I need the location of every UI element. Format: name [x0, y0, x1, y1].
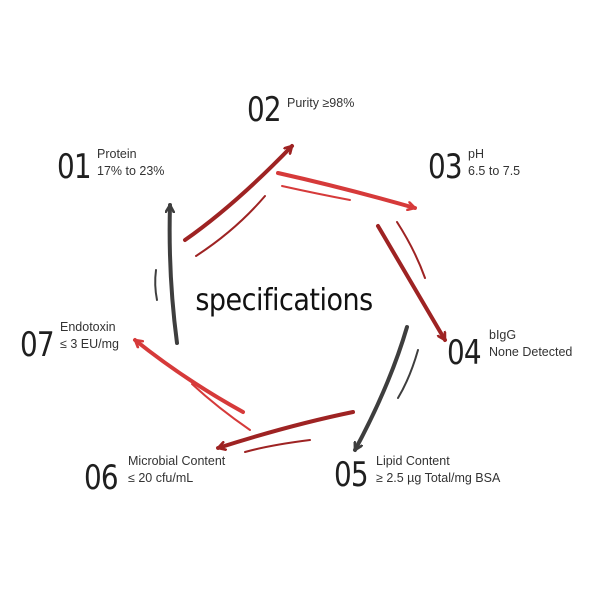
arrow-04-to-05 — [353, 325, 419, 452]
step-number: 01 — [57, 147, 92, 187]
arrow-03-to-04 — [376, 221, 447, 342]
step-value: None Detected — [489, 345, 573, 359]
step-label: Endotoxin — [60, 320, 116, 334]
step-number: 05 — [334, 455, 369, 495]
arrow-07-to-01 — [154, 203, 179, 345]
step-number: 07 — [20, 325, 55, 365]
step-number: 06 — [84, 458, 119, 498]
step-value: 6.5 to 7.5 — [468, 164, 521, 178]
step-label: Lipid Content — [376, 454, 450, 468]
step-value: 17% to 23% — [97, 164, 165, 178]
step-number: 04 — [447, 333, 482, 373]
step-label: Purity ≥98% — [287, 95, 355, 110]
step-label: bIgG — [489, 328, 517, 342]
spec-bigg: 04 bIgG None Detected — [447, 328, 573, 373]
step-value: ≤ 3 EU/mg — [60, 337, 119, 351]
spec-endotoxin: 07 Endotoxin ≤ 3 EU/mg — [20, 320, 119, 365]
step-value: ≤ 20 cfu/mL — [128, 471, 194, 485]
spec-lipid-content: 05 Lipid Content ≥ 2.5 µg Total/mg BSA — [334, 454, 501, 495]
arrow-01-to-02 — [183, 144, 294, 257]
step-label: pH — [468, 147, 484, 161]
step-number: 03 — [428, 147, 463, 187]
arrow-02-to-03 — [276, 171, 417, 208]
spec-ph: 03 pH 6.5 to 7.5 — [428, 147, 521, 187]
step-number: 02 — [247, 90, 282, 130]
step-label: Protein — [97, 147, 137, 161]
arrow-05-to-06 — [216, 410, 355, 453]
arrow-06-to-07 — [133, 338, 251, 431]
spec-protein: 01 Protein 17% to 23% — [57, 147, 165, 187]
step-value: ≥ 2.5 µg Total/mg BSA — [376, 471, 501, 485]
step-label: Microbial Content — [128, 454, 226, 468]
center-title: specifications — [195, 283, 373, 318]
spec-purity: 02 Purity ≥98% — [247, 93, 354, 127]
spec-microbial-content: 06 Microbial Content ≤ 20 cfu/mL — [84, 454, 225, 498]
